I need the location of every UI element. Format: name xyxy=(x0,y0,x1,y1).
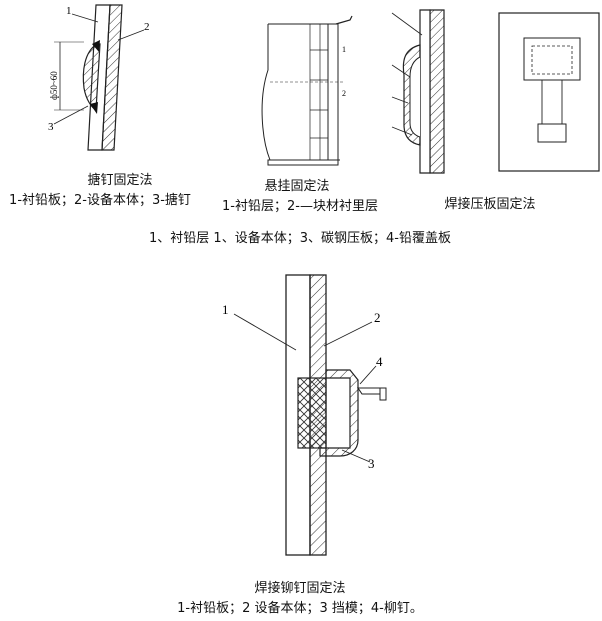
dimension-label: ф50~60 xyxy=(49,71,59,100)
rivet-method-diagram: 1 2 4 3 xyxy=(222,274,387,556)
nail-method-diagram: 1 2 3 ф50~60 xyxy=(48,4,150,151)
middle-legend: 1、衬铅层 1、设备本体；3、碳钢压板；4-铅覆盖板 xyxy=(149,231,451,246)
label-2: 2 xyxy=(342,89,346,98)
plate-method-diagram xyxy=(391,9,445,174)
label-3: 3 xyxy=(368,456,375,471)
label-4: 4 xyxy=(376,354,383,369)
hang-method-title: 悬挂固定法 xyxy=(264,179,330,194)
label-1: 1 xyxy=(66,5,72,17)
label-3: 3 xyxy=(48,121,54,133)
nail-method-legend: 1-衬铅板；2-设备本体；3-搪钉 xyxy=(9,193,191,208)
plate-method-title: 焊接压板固定法 xyxy=(444,197,536,212)
nail-method-title: 搪钉固定法 xyxy=(87,173,153,188)
hang-method-legend: 1-衬铅层；2-—块材衬里层 xyxy=(222,199,378,214)
label-1: 1 xyxy=(342,45,346,54)
rivet-method-legend: 1-衬铅板；2 设备本体；3 挡模；4-柳钉。 xyxy=(177,601,423,616)
rivet-method-title: 焊接铆钉固定法 xyxy=(254,581,346,596)
cover-plate-detail xyxy=(498,12,600,172)
label-2: 2 xyxy=(374,310,381,325)
hang-method-diagram: 1 2 xyxy=(261,15,353,166)
label-1: 1 xyxy=(222,302,229,317)
label-2: 2 xyxy=(144,21,150,33)
